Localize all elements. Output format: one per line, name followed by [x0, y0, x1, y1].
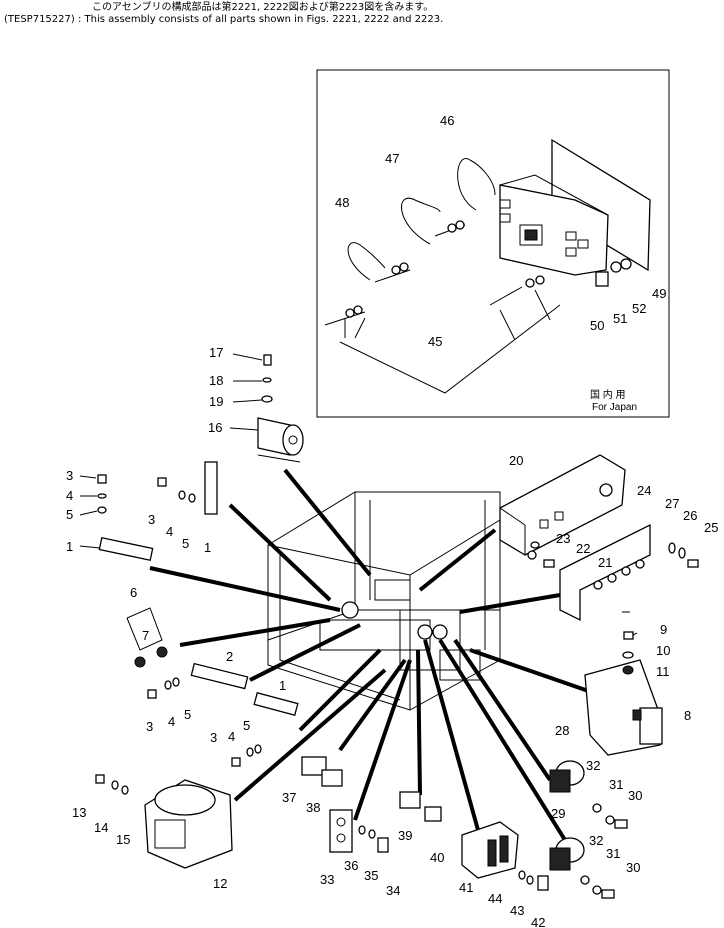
- callout-18: 18: [209, 373, 223, 388]
- callout-43: 43: [510, 903, 524, 918]
- callout-11: 11: [656, 664, 670, 679]
- callout-8: 8: [684, 708, 691, 723]
- cabinet-frame: [267, 491, 501, 711]
- callout-26: 26: [683, 508, 697, 523]
- callout-30a: 30: [628, 788, 642, 803]
- callout-7: 7: [142, 628, 149, 643]
- parts: [95, 354, 699, 899]
- callout-37: 37: [282, 790, 296, 805]
- inset-note-en: For Japan: [592, 402, 637, 413]
- callout-5b: 5: [182, 536, 189, 551]
- callout-4a: 4: [66, 488, 73, 503]
- callout-1b: 1: [204, 540, 211, 555]
- callout-52: 52: [632, 301, 646, 316]
- callout-32b: 32: [589, 833, 603, 848]
- callout-23: 23: [556, 531, 570, 546]
- callout-41: 41: [459, 880, 473, 895]
- callout-30b: 30: [626, 860, 640, 875]
- callout-2: 2: [226, 649, 233, 664]
- callout-33: 33: [320, 872, 334, 887]
- callout-24: 24: [637, 483, 651, 498]
- callout-5c: 5: [184, 707, 191, 722]
- callout-40: 40: [430, 850, 444, 865]
- callout-4d: 4: [228, 729, 235, 744]
- callout-46: 46: [440, 113, 454, 128]
- callout-20: 20: [509, 453, 523, 468]
- callout-21: 21: [598, 555, 612, 570]
- callout-48: 48: [335, 195, 349, 210]
- callout-31a: 31: [609, 777, 623, 792]
- inset-note-jp: 国 内 用: [590, 388, 626, 401]
- callout-22: 22: [576, 541, 590, 556]
- callout-29: 29: [551, 806, 565, 821]
- callout-13: 13: [72, 805, 86, 820]
- callout-5d: 5: [243, 718, 250, 733]
- callout-38: 38: [306, 800, 320, 815]
- callout-17: 17: [209, 345, 223, 360]
- header: このアセンブリの構成部品は第2221, 2222図および第2223図を含みます。…: [4, 2, 720, 26]
- callout-1c: 1: [279, 678, 286, 693]
- inset-for-japan: 国 内 用 For Japan: [316, 69, 670, 418]
- callout-50: 50: [590, 318, 604, 333]
- callout-1a: 1: [66, 539, 73, 554]
- callout-3a: 3: [66, 468, 73, 483]
- callout-42: 42: [531, 915, 545, 928]
- callout-3c: 3: [146, 719, 153, 734]
- callout-4b: 4: [166, 524, 173, 539]
- callout-32a: 32: [586, 758, 600, 773]
- callout-28: 28: [555, 723, 569, 738]
- callout-16: 16: [208, 420, 222, 435]
- header-japanese-note: このアセンブリの構成部品は第2221, 2222図および第2223図を含みます。: [92, 2, 434, 13]
- callout-44: 44: [488, 891, 502, 906]
- callout-15: 15: [116, 832, 130, 847]
- callout-6: 6: [130, 585, 137, 600]
- callout-49: 49: [652, 286, 666, 301]
- callout-leaders: [79, 353, 638, 636]
- callout-19: 19: [209, 394, 223, 409]
- callout-3d: 3: [210, 730, 217, 745]
- callout-10: 10: [656, 643, 670, 658]
- callout-25: 25: [704, 520, 718, 535]
- callout-9: 9: [660, 622, 667, 637]
- callout-45: 45: [428, 334, 442, 349]
- callout-47: 47: [385, 151, 399, 166]
- callout-14: 14: [94, 820, 108, 835]
- header-english-note: (TESP715227) : This assembly consists of…: [4, 14, 444, 25]
- callout-3b: 3: [148, 512, 155, 527]
- callout-51: 51: [613, 311, 627, 326]
- callout-35: 35: [364, 868, 378, 883]
- callout-27: 27: [665, 496, 679, 511]
- callout-5a: 5: [66, 507, 73, 522]
- callout-34: 34: [386, 883, 400, 898]
- callout-12: 12: [213, 876, 227, 891]
- callout-36: 36: [344, 858, 358, 873]
- callout-39: 39: [398, 828, 412, 843]
- callout-4c: 4: [168, 714, 175, 729]
- callout-31b: 31: [606, 846, 620, 861]
- callout-numbers: 46 47 48 49 50 51 52 45 17 18 19 16 3 4 …: [66, 113, 718, 928]
- leader-lines: [149, 468, 601, 842]
